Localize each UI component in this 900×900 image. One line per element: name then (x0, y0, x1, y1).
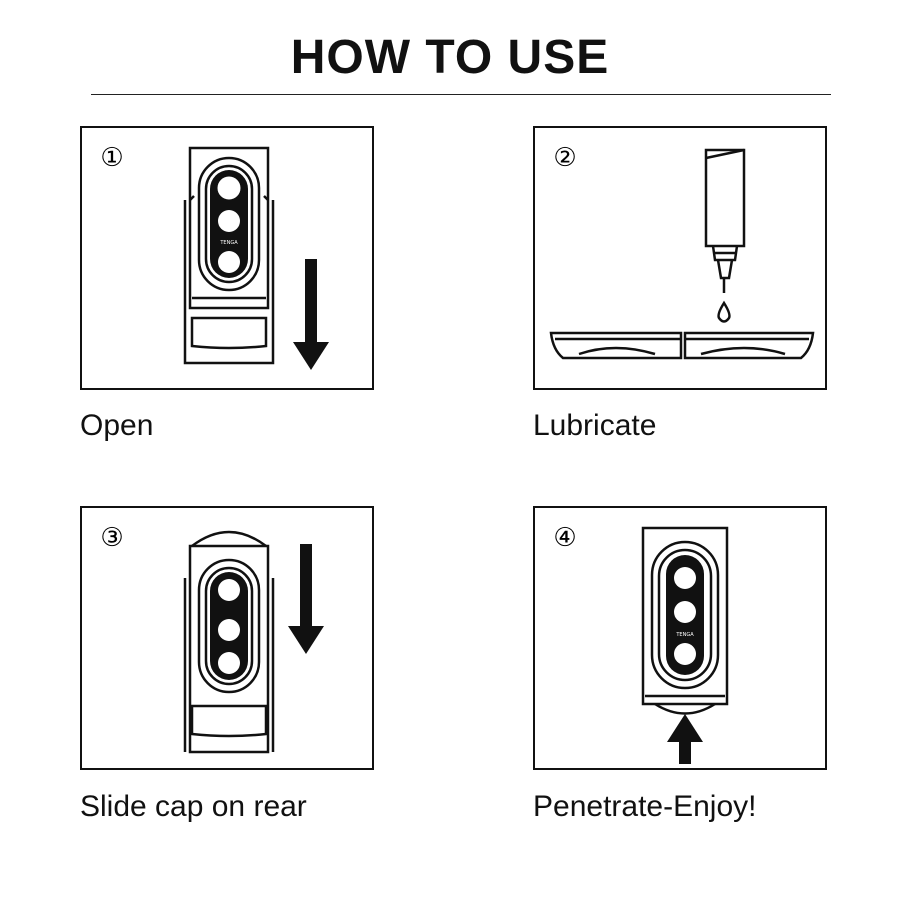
step-4-caption: Penetrate-Enjoy! (533, 790, 757, 823)
device-halves-icon (549, 331, 815, 360)
brand-logo: TENGA (219, 240, 238, 246)
step-2-panel: ② (533, 126, 827, 390)
step-number: ④ (553, 523, 576, 553)
arrow-up-icon (667, 714, 703, 764)
device-icon (641, 526, 729, 715)
device-icon (183, 530, 275, 754)
step-4-panel: ④ TENGA (533, 506, 827, 770)
step-3-panel: ③ (80, 506, 374, 770)
lubricate-illustration: ② (549, 143, 815, 360)
title-divider (91, 94, 831, 95)
droplet-icon (717, 300, 731, 323)
device-icon (183, 146, 275, 365)
page-title: HOW TO USE (290, 31, 610, 84)
penetrate-illustration: ④ TENGA (553, 523, 729, 764)
arrow-down-icon (288, 544, 324, 654)
lubricant-bottle-icon (704, 148, 746, 293)
brand-logo: TENGA (675, 632, 694, 638)
open-illustration: ① TENGA (100, 143, 329, 370)
step-1-panel: ① TENGA (80, 126, 374, 390)
slide-cap-illustration: ③ (100, 523, 324, 754)
step-number: ③ (100, 523, 123, 553)
step-1-caption: Open (80, 409, 154, 442)
step-number: ② (553, 143, 576, 173)
arrow-down-icon (293, 259, 329, 370)
step-2-caption: Lubricate (533, 409, 657, 442)
step-3-caption: Slide cap on rear (80, 790, 307, 823)
step-number: ① (100, 143, 123, 173)
